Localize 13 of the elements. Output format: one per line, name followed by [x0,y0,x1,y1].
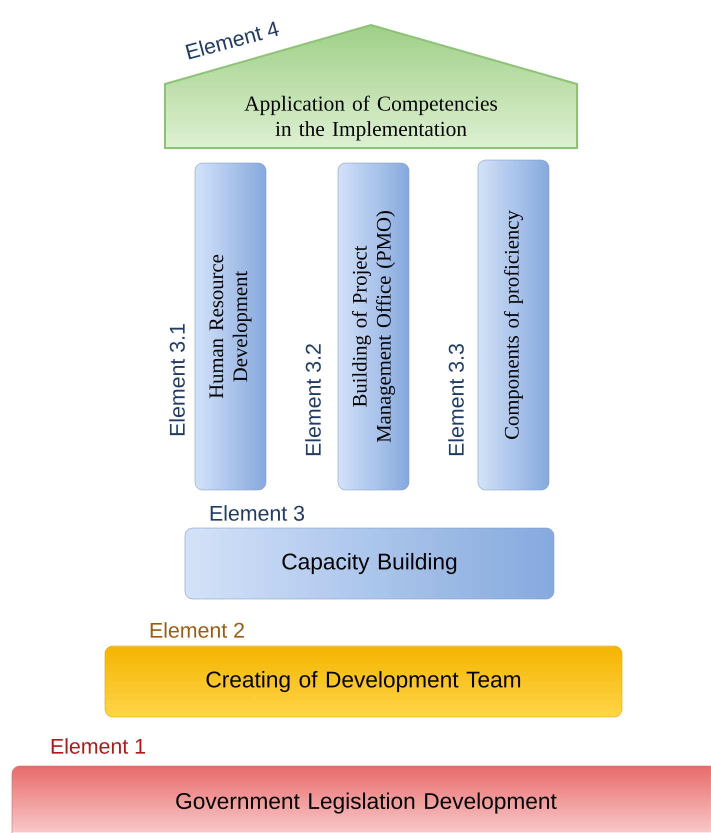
element-label: Element 3.2 [305,344,321,456]
pillar-box: Building of Project Management Office (PMO) [338,162,410,490]
layer-box: Capacity Building [184,528,554,600]
element-label: Element 3.3 [448,344,464,456]
pillar-box: Human Resource Development [194,162,266,490]
element-label: Element 3.1 [169,324,185,436]
layer-box: Government Legislation Development [12,766,711,833]
layer-box: Creating of Development Team [104,646,622,718]
element-label: Element 4 [185,21,279,60]
element-label: Element 1 [52,738,145,754]
element-label: Element 2 [150,622,244,638]
pillar-box: Components of proficiency [478,160,550,490]
element-label: Element 3 [210,505,304,521]
